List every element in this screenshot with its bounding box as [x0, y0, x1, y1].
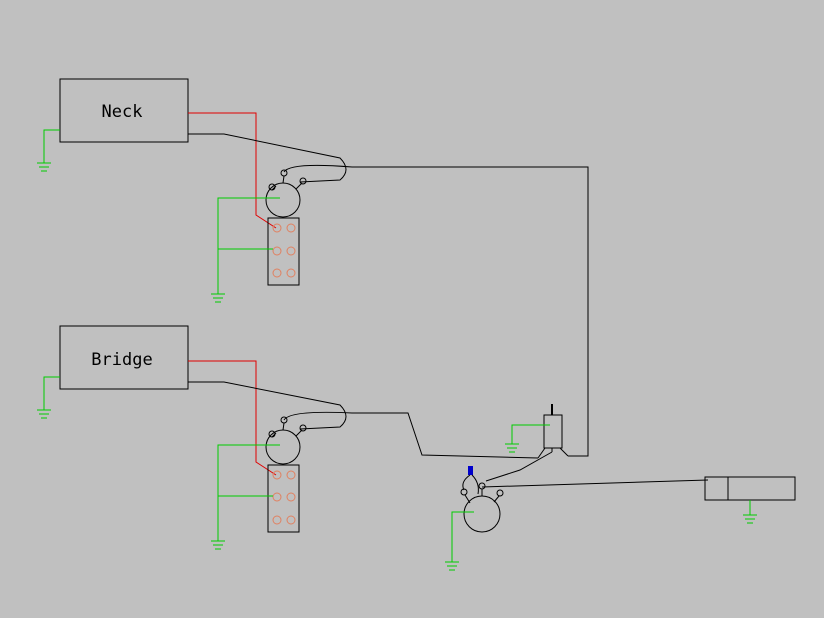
neck-hot-wire — [188, 112, 277, 229]
bridge-pickup-label: Bridge — [91, 350, 152, 370]
bridge-volume-pot[interactable] — [265, 416, 307, 465]
master-pot-ground-wire — [445, 511, 474, 571]
bridge-pickup[interactable]: Bridge — [59, 325, 189, 390]
master-volume-pot[interactable] — [460, 482, 504, 533]
bridge-pot-loop-wire — [283, 411, 539, 459]
neck-ground-wire — [37, 129, 60, 172]
bridge-pot-ground-wire — [211, 444, 280, 550]
pickup-selector-switch[interactable] — [537, 404, 569, 459]
bridge-ground-wire — [37, 376, 60, 419]
neck-coil-switch[interactable] — [267, 217, 300, 286]
neck-pot-ground-wire — [211, 197, 280, 303]
neck-pickup[interactable]: Neck — [59, 78, 189, 143]
neck-signal-wire — [188, 133, 347, 183]
bridge-signal-wire — [188, 381, 347, 430]
selector-output-wire — [485, 451, 553, 482]
bridge-coil-switch[interactable] — [267, 464, 300, 533]
neck-pot-loop-wire — [283, 164, 589, 457]
bridge-hot-wire — [188, 360, 277, 476]
tone-capacitor[interactable] — [462, 466, 479, 495]
selector-ground-wire — [505, 424, 550, 453]
jack-ground-wire — [743, 500, 757, 524]
output-jack[interactable] — [704, 476, 796, 501]
neck-pickup-label: Neck — [102, 102, 143, 122]
neck-volume-pot[interactable] — [265, 169, 307, 218]
jack-signal-wire — [481, 479, 709, 488]
